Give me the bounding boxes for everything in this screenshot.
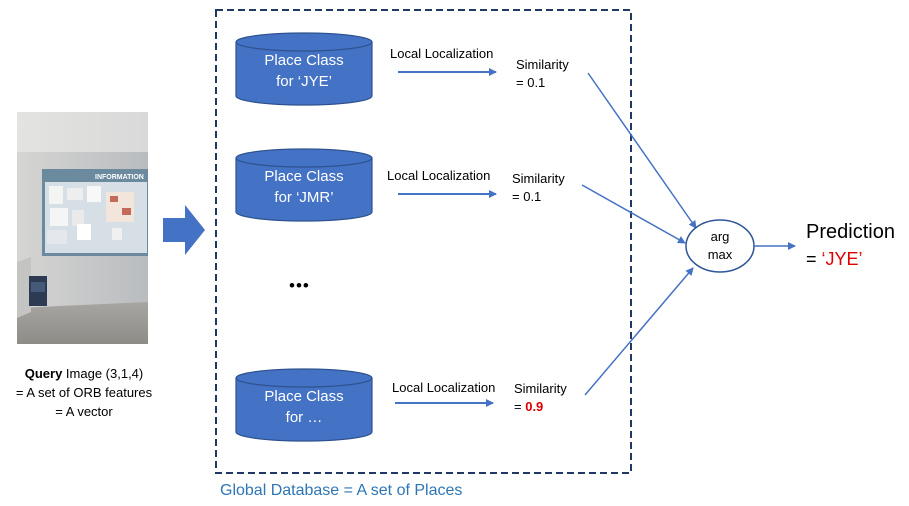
prediction-result: = ‘JYE’ <box>806 249 863 270</box>
place-cylinder-jye: Place Class for ‘JYE’ <box>235 32 373 106</box>
database-caption: Global Database = A set of Places <box>220 482 463 499</box>
place-label-line2: for … <box>285 409 323 426</box>
similarity-prefix: = <box>514 399 526 414</box>
argmax-label: arg max <box>686 228 754 264</box>
arrow-to-argmax-3 <box>584 267 694 396</box>
similarity-label: Similarity <box>514 381 567 396</box>
arrow-to-argmax-1 <box>587 72 697 229</box>
cylinder-shape <box>235 32 373 106</box>
similarity-value-highlight: 0.9 <box>525 399 544 414</box>
similarity-prefix: = <box>516 75 528 90</box>
similarity-result-1: Similarity = 0.1 <box>516 56 569 92</box>
place-label-line1: Place Class <box>264 388 344 405</box>
prediction-value: ‘JYE’ <box>821 249 863 269</box>
local-localization-label-1: Local Localization <box>390 46 494 61</box>
query-photo: INFORMATION <box>17 112 148 344</box>
place-cylinder-jmr: Place Class for ‘JMR’ <box>235 148 373 222</box>
cylinder-shape <box>235 148 373 222</box>
photo-illustration: INFORMATION <box>17 112 148 344</box>
local-localization-label-3: Local Localization <box>392 380 496 395</box>
similarity-value: 0.1 <box>527 75 546 90</box>
query-caption: Query Image (3,1,4) = A set of ORB featu… <box>0 364 168 421</box>
place-cylinder-other: Place Class for … <box>235 368 373 442</box>
database-box <box>215 9 632 474</box>
similarity-label: Similarity <box>516 57 569 72</box>
query-rest: Image (3,1,4) <box>62 366 144 381</box>
local-localization-label-2: Local Localization <box>387 168 491 183</box>
similarity-prefix: = <box>512 189 524 204</box>
arrow-to-argmax-2 <box>581 184 686 244</box>
query-caption-line1: Query Image (3,1,4) <box>0 364 168 383</box>
similarity-value-line: = 0.1 <box>512 188 565 206</box>
place-label-line1: Place Class <box>264 52 344 69</box>
place-label-line1: Place Class <box>264 168 344 185</box>
similarity-value: 0.1 <box>523 189 542 204</box>
cylinder-shape <box>235 368 373 442</box>
query-caption-line3: = A vector <box>55 404 113 419</box>
place-label-line2: for ‘JMR’ <box>274 189 334 206</box>
query-caption-line2: = A set of ORB features <box>15 385 153 400</box>
similarity-result-3: Similarity = 0.9 <box>514 380 567 416</box>
similarity-result-2: Similarity = 0.1 <box>512 170 565 206</box>
place-label-line2: for ‘JYE’ <box>276 73 332 90</box>
argmax-line2: max <box>707 247 733 262</box>
query-bold: Query <box>24 366 63 381</box>
similarity-label: Similarity <box>512 171 565 186</box>
photo-sign-text: INFORMATION <box>95 174 144 181</box>
similarity-value-line: = 0.9 <box>514 398 567 416</box>
argmax-line1: arg <box>710 229 730 244</box>
prediction-prefix: = <box>806 249 822 269</box>
similarity-value-line: = 0.1 <box>516 74 569 92</box>
ellipsis-more-places: ••• <box>289 276 310 295</box>
prediction-title: Prediction <box>806 221 895 243</box>
big-right-arrow <box>163 205 205 255</box>
